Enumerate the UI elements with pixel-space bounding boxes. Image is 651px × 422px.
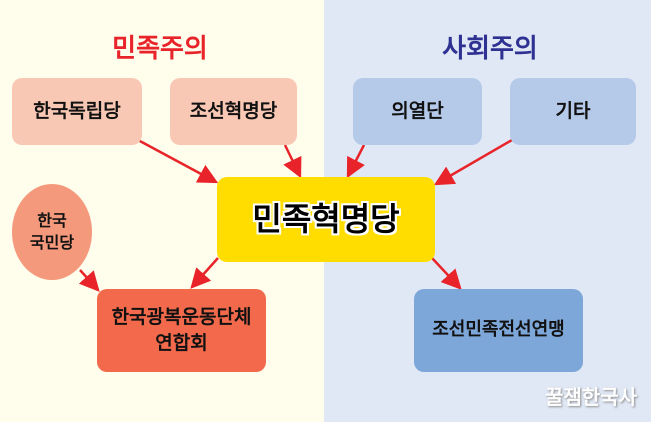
node-joseon-national-front: 조선민족전선연맹 — [414, 289, 583, 372]
nationalism-title: 민족주의 — [112, 34, 208, 64]
node-label: 의열단 — [391, 99, 444, 122]
node-label: 조선혁명당 — [189, 99, 278, 122]
node-label: 국민당 — [29, 233, 75, 252]
arrow — [346, 144, 366, 179]
node-label: 기타 — [555, 99, 591, 122]
arrow — [433, 138, 513, 186]
node-national-revolution-party: 민족혁명당 — [217, 177, 435, 262]
node-uiyeoldan: 의열단 — [353, 78, 482, 145]
node-label: 한국독립당 — [33, 99, 121, 122]
node-korea-independence-party: 한국독립당 — [12, 78, 142, 145]
node-label: 조선민족전선연맹 — [432, 319, 565, 341]
arrow — [283, 144, 302, 179]
node-label: 한국 — [37, 211, 67, 231]
watermark: 꿀잼한국사 — [545, 385, 637, 409]
node-label: 한국광복운동단체 — [111, 305, 252, 328]
socialism-title: 사회주의 — [442, 34, 538, 64]
node-others: 기타 — [510, 78, 636, 145]
arrow — [190, 257, 219, 289]
node-joseon-revolution-party: 조선혁명당 — [170, 78, 297, 145]
arrow — [137, 138, 219, 184]
node-label: 민족혁명당 — [252, 199, 400, 238]
node-label: 연합회 — [155, 331, 208, 354]
arrow — [78, 269, 100, 292]
arrow — [431, 257, 462, 290]
